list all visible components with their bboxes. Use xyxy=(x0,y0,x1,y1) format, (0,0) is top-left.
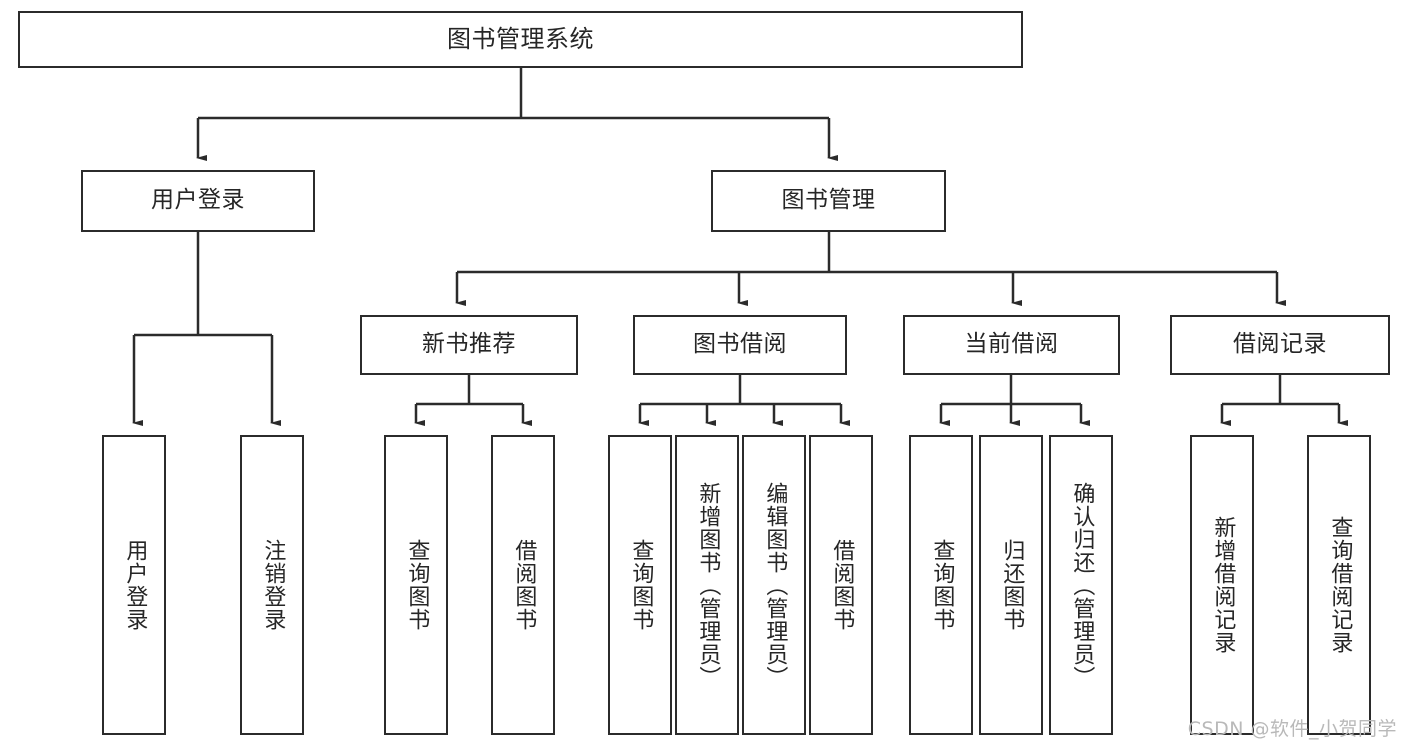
node-user-login[interactable]: 用户登录 xyxy=(81,170,315,232)
node-new-book-recommend[interactable]: 新书推荐 xyxy=(360,315,578,375)
node-label: 新增图书（管理员） xyxy=(695,481,721,689)
node-label: 归还图书 xyxy=(999,539,1025,631)
node-leaf-return-book[interactable]: 归还图书 xyxy=(979,435,1043,735)
node-leaf-add-book[interactable]: 新增图书（管理员） xyxy=(675,435,739,735)
node-leaf-query-record[interactable]: 查询借阅记录 xyxy=(1307,435,1371,735)
node-leaf-borrow-book-2[interactable]: 借阅图书 xyxy=(809,435,873,735)
node-label: 图书借阅 xyxy=(693,331,787,358)
node-leaf-query-book-3[interactable]: 查询图书 xyxy=(909,435,973,735)
node-label: 当前借阅 xyxy=(964,331,1059,358)
node-label: 确认归还（管理员） xyxy=(1069,481,1095,689)
node-label: 查询图书 xyxy=(404,539,430,631)
csdn-watermark: CSDN @软件_小贺同学 xyxy=(1187,718,1397,740)
node-current-borrow[interactable]: 当前借阅 xyxy=(903,315,1120,375)
node-book-management[interactable]: 图书管理 xyxy=(711,170,946,232)
node-leaf-query-book-2[interactable]: 查询图书 xyxy=(608,435,672,735)
node-label: 注销登录 xyxy=(260,539,286,631)
node-label: 图书管理系统 xyxy=(447,25,594,54)
node-label: 用户登录 xyxy=(122,539,148,631)
node-leaf-borrow-book-1[interactable]: 借阅图书 xyxy=(491,435,555,735)
node-label: 查询图书 xyxy=(628,539,654,631)
node-label: 查询借阅记录 xyxy=(1327,516,1353,654)
node-book-borrow[interactable]: 图书借阅 xyxy=(633,315,847,375)
node-label: 借阅图书 xyxy=(511,539,537,631)
node-borrow-record[interactable]: 借阅记录 xyxy=(1170,315,1390,375)
node-label: 查询图书 xyxy=(929,539,955,631)
node-leaf-query-book-1[interactable]: 查询图书 xyxy=(384,435,448,735)
node-leaf-user-logout[interactable]: 注销登录 xyxy=(240,435,304,735)
node-label: 用户登录 xyxy=(151,187,245,214)
node-leaf-confirm-return[interactable]: 确认归还（管理员） xyxy=(1049,435,1113,735)
node-root-book-management-system[interactable]: 图书管理系统 xyxy=(18,11,1023,68)
node-leaf-user-login[interactable]: 用户登录 xyxy=(102,435,166,735)
node-label: 编辑图书（管理员） xyxy=(762,481,788,689)
node-label: 借阅记录 xyxy=(1233,331,1327,358)
node-label: 图书管理 xyxy=(781,187,876,214)
node-leaf-edit-book[interactable]: 编辑图书（管理员） xyxy=(742,435,806,735)
node-label: 新书推荐 xyxy=(422,331,516,358)
node-label: 借阅图书 xyxy=(829,539,855,631)
node-leaf-add-record[interactable]: 新增借阅记录 xyxy=(1190,435,1254,735)
node-label: 新增借阅记录 xyxy=(1210,516,1236,654)
